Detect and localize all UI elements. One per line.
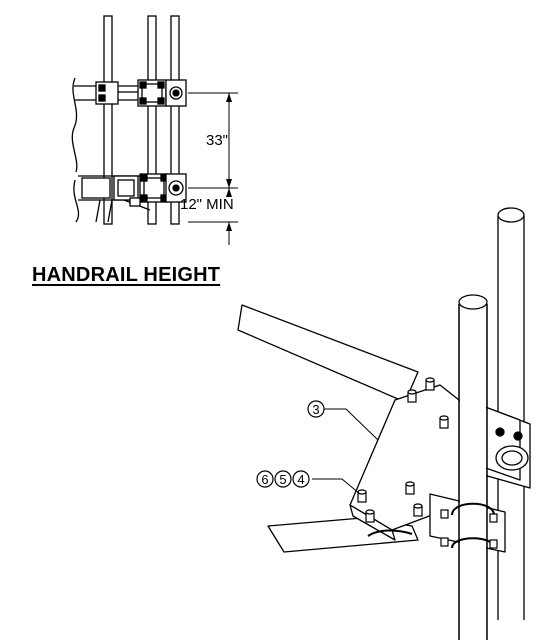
- post-middle: [147, 15, 157, 225]
- bolt-icon: [439, 415, 449, 429]
- callout-label-4: 4: [297, 472, 304, 487]
- callout-label-5: 5: [279, 472, 286, 487]
- callout-bubble-6: [256, 470, 274, 488]
- break-line-top: [71, 77, 78, 173]
- section-heading: HANDRAIL HEIGHT: [32, 264, 221, 286]
- leader-654: [312, 478, 361, 495]
- dimension-label-lower: 12" MIN: [180, 196, 234, 213]
- bolt-icon: [489, 539, 498, 549]
- post-right: [170, 15, 180, 225]
- bolt-icon: [440, 509, 449, 519]
- callout-bubbles: [256, 400, 325, 488]
- front-post-top: [458, 294, 488, 310]
- u-bolt-bracket: [367, 529, 413, 537]
- bolt-icon: [407, 389, 417, 403]
- bolt-icon: [357, 489, 367, 503]
- bracket-isometric-detail: [237, 207, 531, 640]
- upper-handrail: [237, 304, 419, 403]
- bracket-bolts: [357, 377, 498, 549]
- handrail-elevation-detail: [71, 15, 238, 245]
- bolt-icon: [489, 513, 498, 523]
- bolt-icon: [413, 503, 423, 517]
- rear-post-top: [497, 207, 525, 223]
- callout-label-3: 3: [312, 402, 319, 417]
- post-left: [103, 15, 113, 225]
- u-bolt-upper: [451, 502, 495, 516]
- callout-bubble-4: [292, 470, 310, 488]
- bolt-icon: [425, 377, 435, 391]
- bolt-icon: [365, 509, 375, 523]
- dimension-label-upper: 33": [206, 132, 228, 149]
- break-line-bottom: [73, 179, 80, 223]
- callout-label-6: 6: [261, 472, 268, 487]
- lower-rail-tube: [81, 177, 111, 199]
- callout-bubble-5: [274, 470, 292, 488]
- leader-3: [324, 408, 379, 441]
- callout-bubble-3: [307, 400, 325, 418]
- bolt-icon: [405, 481, 415, 495]
- callout-leaders: [312, 408, 379, 495]
- bolt-icon: [440, 537, 449, 547]
